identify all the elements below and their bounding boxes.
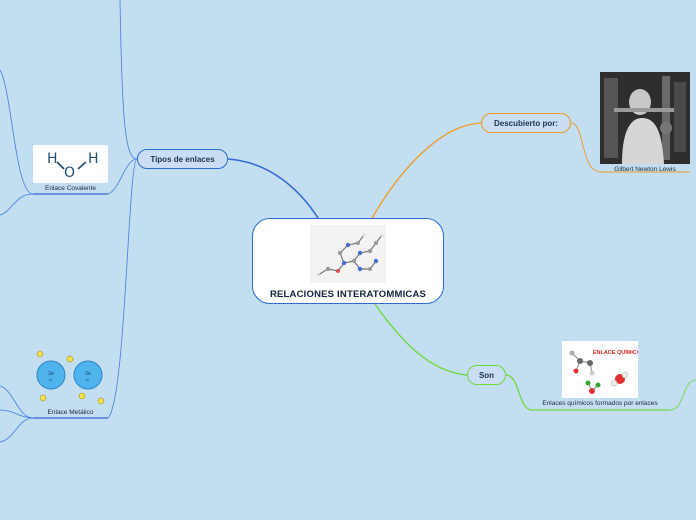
svg-text:s+: s+ (86, 378, 90, 382)
svg-text:s+: s+ (49, 378, 53, 382)
svg-text:H: H (88, 151, 99, 167)
link-descubierto (372, 123, 481, 218)
svg-text:O: O (64, 165, 75, 181)
caption-gilbert-newton-lewis[interactable]: Gilbert Newton Lewis (600, 166, 690, 173)
scientist-photo-icon (600, 72, 690, 164)
link-tipos-top (120, 0, 137, 159)
svg-text:H: H (47, 151, 58, 167)
svg-text:2e: 2e (85, 371, 91, 377)
svg-text:2e: 2e (48, 371, 54, 377)
svg-text:ENLACE QUÍMICO: ENLACE QUÍMICO (593, 348, 638, 356)
caption-enlaces-quimicos[interactable]: Enlaces químicos formados por enlaces (530, 400, 670, 407)
link-tipos-metalico (108, 159, 137, 418)
central-title: RELACIONES INTERATOMMICAS (270, 289, 426, 300)
link-tipos (228, 159, 318, 218)
molecule-structure-icon (310, 225, 386, 283)
water-molecule-icon: H O H (33, 145, 108, 183)
caption-enlace-covalente[interactable]: Enlace Covalente (33, 185, 108, 192)
node-son[interactable]: Son (467, 365, 506, 385)
caption-enlace-metalico[interactable]: Enlace Metálico (33, 409, 108, 416)
central-topic[interactable]: RELACIONES INTERATOMMICAS (252, 218, 444, 304)
chemical-bond-icon: ENLACE QUÍMICO (562, 341, 638, 398)
node-tipos-de-enlaces[interactable]: Tipos de enlaces (137, 149, 228, 169)
link-son (375, 304, 467, 375)
node-descubierto-por[interactable]: Descubierto por: (481, 113, 571, 133)
metal-bond-icon: 2e s+ 2e s+ (33, 348, 108, 406)
